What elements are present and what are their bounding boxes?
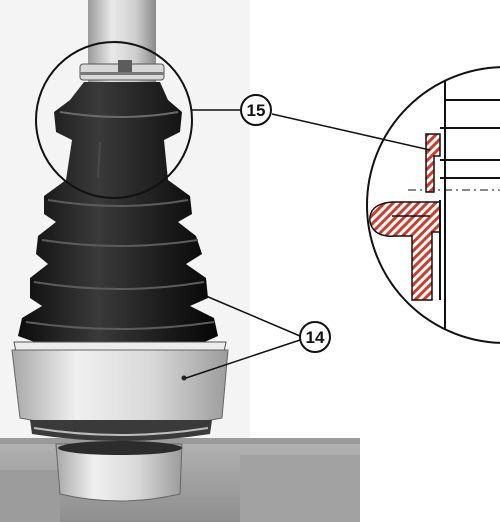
rubber-boot <box>18 82 218 344</box>
callout-14-label: 14 <box>306 328 325 347</box>
magnifier-circle <box>35 41 193 199</box>
clamp-section <box>425 133 441 193</box>
cv-joint-housing <box>11 349 229 441</box>
detail-inset-border <box>366 66 500 344</box>
joint-stub <box>55 441 183 502</box>
callout-15-label: 15 <box>247 101 266 120</box>
callout-15: 15 <box>192 94 431 151</box>
small-boot-clamp <box>79 60 165 81</box>
callout-14: 14 <box>185 295 331 379</box>
boot-lip-section <box>369 201 441 301</box>
